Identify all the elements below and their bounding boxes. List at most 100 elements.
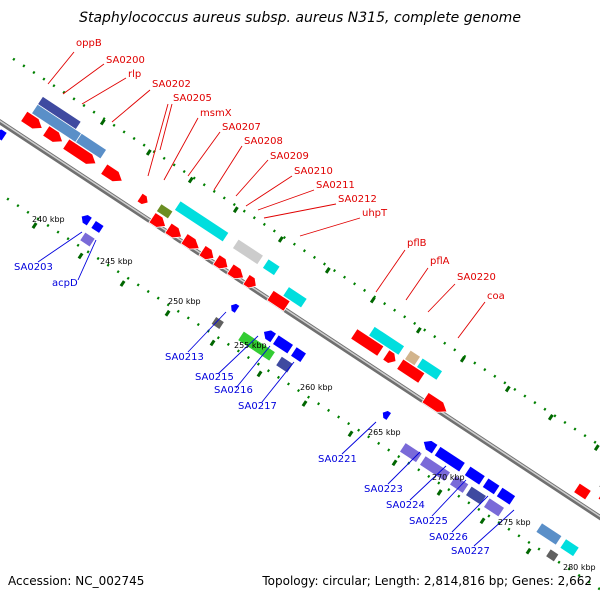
gene-box-body bbox=[396, 358, 426, 384]
gene-box bbox=[535, 522, 563, 546]
kbp-axis-labels: 240 kbp 245 kbp 250 kbp 255 kbp 260 kbp … bbox=[32, 215, 596, 572]
major-tick bbox=[479, 517, 486, 525]
gene-box-body bbox=[433, 445, 466, 473]
gene-box-body bbox=[573, 482, 592, 501]
kbp-label: 245 kbp bbox=[100, 257, 133, 266]
gene-box-body bbox=[350, 328, 385, 357]
gene-arrow-body bbox=[136, 192, 149, 205]
gene-arrow bbox=[422, 440, 439, 455]
gene-box bbox=[482, 497, 506, 518]
leader-line-forward bbox=[375, 249, 406, 293]
major-tick bbox=[145, 149, 152, 156]
major-tick bbox=[301, 400, 308, 407]
gene-label: SA0205 bbox=[173, 93, 212, 104]
gene-label: coa bbox=[487, 291, 505, 302]
leader-line-reverse bbox=[217, 335, 259, 375]
backbone-highlight bbox=[0, 120, 600, 518]
gene-arrow bbox=[164, 222, 183, 239]
gene-box-body bbox=[271, 334, 295, 355]
gene-arrow-body bbox=[180, 233, 200, 250]
gene-arrow bbox=[230, 302, 241, 314]
gene-label: acpD bbox=[52, 278, 78, 289]
gene-arrow bbox=[80, 214, 93, 227]
leader-line-reverse bbox=[187, 311, 227, 353]
major-tick bbox=[391, 459, 398, 467]
gene-arrow-body bbox=[0, 128, 8, 142]
gene-box bbox=[90, 219, 105, 235]
gene-label: SA0221 bbox=[318, 454, 357, 465]
gene-box bbox=[282, 286, 308, 309]
gene-box-body bbox=[403, 349, 422, 367]
leader-line-reverse bbox=[451, 495, 489, 533]
major-tick bbox=[504, 385, 511, 393]
kbp-label: 280 kbp bbox=[563, 563, 596, 572]
gene-box-body bbox=[481, 477, 501, 496]
gene-arrow bbox=[421, 391, 448, 413]
gene-box bbox=[266, 289, 291, 312]
leader-line-forward bbox=[299, 217, 361, 237]
dotted-guide-lines bbox=[0, 57, 600, 591]
leader-line-forward bbox=[159, 103, 173, 151]
gene-label: SA0217 bbox=[238, 401, 277, 412]
gene-arrow-body bbox=[148, 211, 167, 228]
gene-box-body bbox=[545, 548, 560, 563]
gene-label: SA0224 bbox=[386, 500, 425, 511]
gene-box-body bbox=[155, 203, 174, 220]
gene-box bbox=[261, 258, 281, 277]
gene-box-body bbox=[266, 289, 291, 312]
gene-arrow bbox=[263, 329, 278, 344]
major-tick bbox=[119, 280, 126, 287]
gene-arrow bbox=[136, 192, 149, 205]
gene-box bbox=[275, 355, 294, 374]
gene-box-body bbox=[535, 522, 563, 546]
leader-line-forward bbox=[187, 131, 221, 177]
gene-arrow-body bbox=[198, 244, 215, 261]
gene-box-body bbox=[482, 497, 506, 518]
gene-box bbox=[271, 334, 295, 355]
gene-box-body bbox=[559, 538, 580, 558]
gene-box-body bbox=[289, 346, 308, 364]
gene-label: msmX bbox=[200, 108, 232, 119]
map-title: Staphylococcus aureus subsp. aureus N315… bbox=[79, 10, 521, 26]
gene-arrow-body bbox=[382, 349, 397, 364]
gene-box bbox=[398, 441, 423, 464]
gene-arrow-body bbox=[421, 391, 448, 413]
kbp-label: 250 kbp bbox=[168, 297, 201, 306]
gene-label: SA0211 bbox=[316, 180, 355, 191]
gene-label: SA0210 bbox=[294, 166, 333, 177]
leader-line-forward bbox=[81, 77, 127, 105]
genome-backbone bbox=[0, 119, 600, 521]
gene-label: SA0223 bbox=[364, 484, 403, 495]
leader-line-forward bbox=[163, 117, 199, 181]
major-tick bbox=[232, 206, 239, 214]
gene-arrow bbox=[381, 410, 393, 422]
forward-gene-labels: oppB SA0200 rlp SA0202 SA0205 msmX SA020… bbox=[76, 38, 505, 302]
gene-arrow bbox=[242, 273, 257, 289]
leader-line-reverse bbox=[341, 421, 377, 455]
gene-box bbox=[433, 445, 466, 473]
gene-arrow bbox=[212, 254, 229, 270]
gene-box-body bbox=[231, 238, 265, 266]
gene-label: SA0220 bbox=[457, 272, 496, 283]
major-tick bbox=[415, 327, 422, 334]
gene-box bbox=[481, 477, 501, 496]
leader-line-reverse bbox=[77, 239, 97, 281]
gene-label: SA0207 bbox=[222, 122, 261, 133]
leader-line-forward bbox=[111, 89, 151, 123]
gene-box-body bbox=[237, 330, 276, 362]
major-tick bbox=[187, 176, 194, 184]
leader-line-forward bbox=[405, 267, 429, 301]
kbp-label: 260 kbp bbox=[300, 383, 333, 392]
major-tick bbox=[209, 339, 216, 347]
gene-label: SA0203 bbox=[14, 262, 53, 273]
gene-label: SA0212 bbox=[338, 194, 377, 205]
major-tick bbox=[525, 547, 532, 555]
gene-label: SA0213 bbox=[165, 352, 204, 363]
gene-box-body bbox=[495, 486, 517, 506]
gene-arrow bbox=[148, 211, 167, 228]
major-tick bbox=[99, 118, 106, 126]
gene-box bbox=[79, 231, 96, 248]
gene-arrow bbox=[0, 128, 8, 142]
major-tick bbox=[347, 430, 354, 438]
